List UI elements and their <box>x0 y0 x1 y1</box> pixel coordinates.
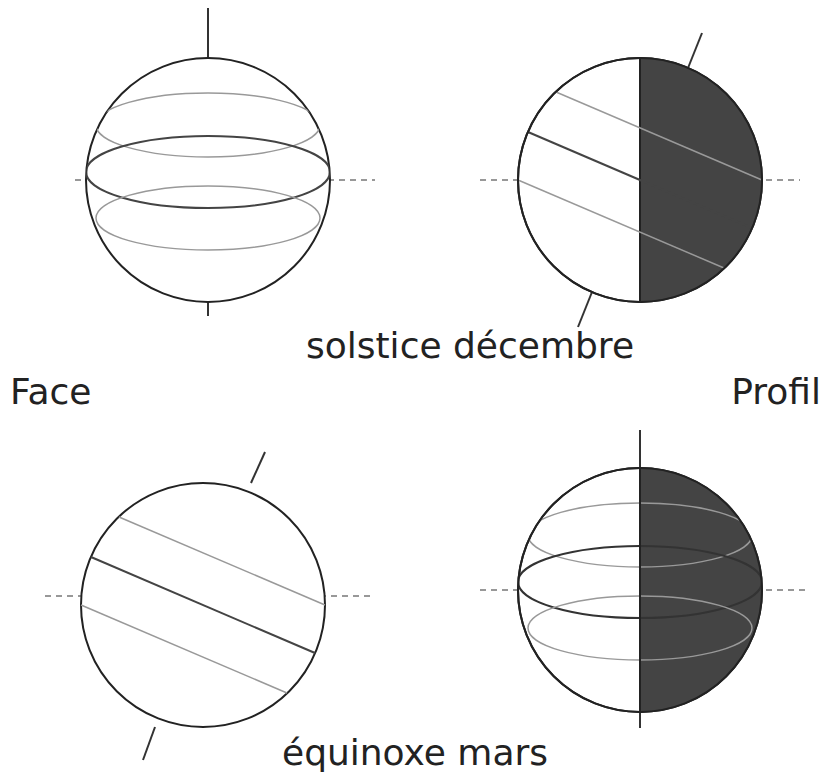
globe-profile-solstice <box>518 33 762 327</box>
season-caption: solstice décembre <box>306 326 634 366</box>
view-label: Face <box>10 372 91 412</box>
globe-profile-equinox <box>518 430 762 728</box>
globe-face-solstice <box>86 8 330 316</box>
season-caption: équinoxe mars <box>282 733 548 773</box>
globe-face-equinox <box>81 452 325 760</box>
view-label: Profil <box>731 372 821 412</box>
